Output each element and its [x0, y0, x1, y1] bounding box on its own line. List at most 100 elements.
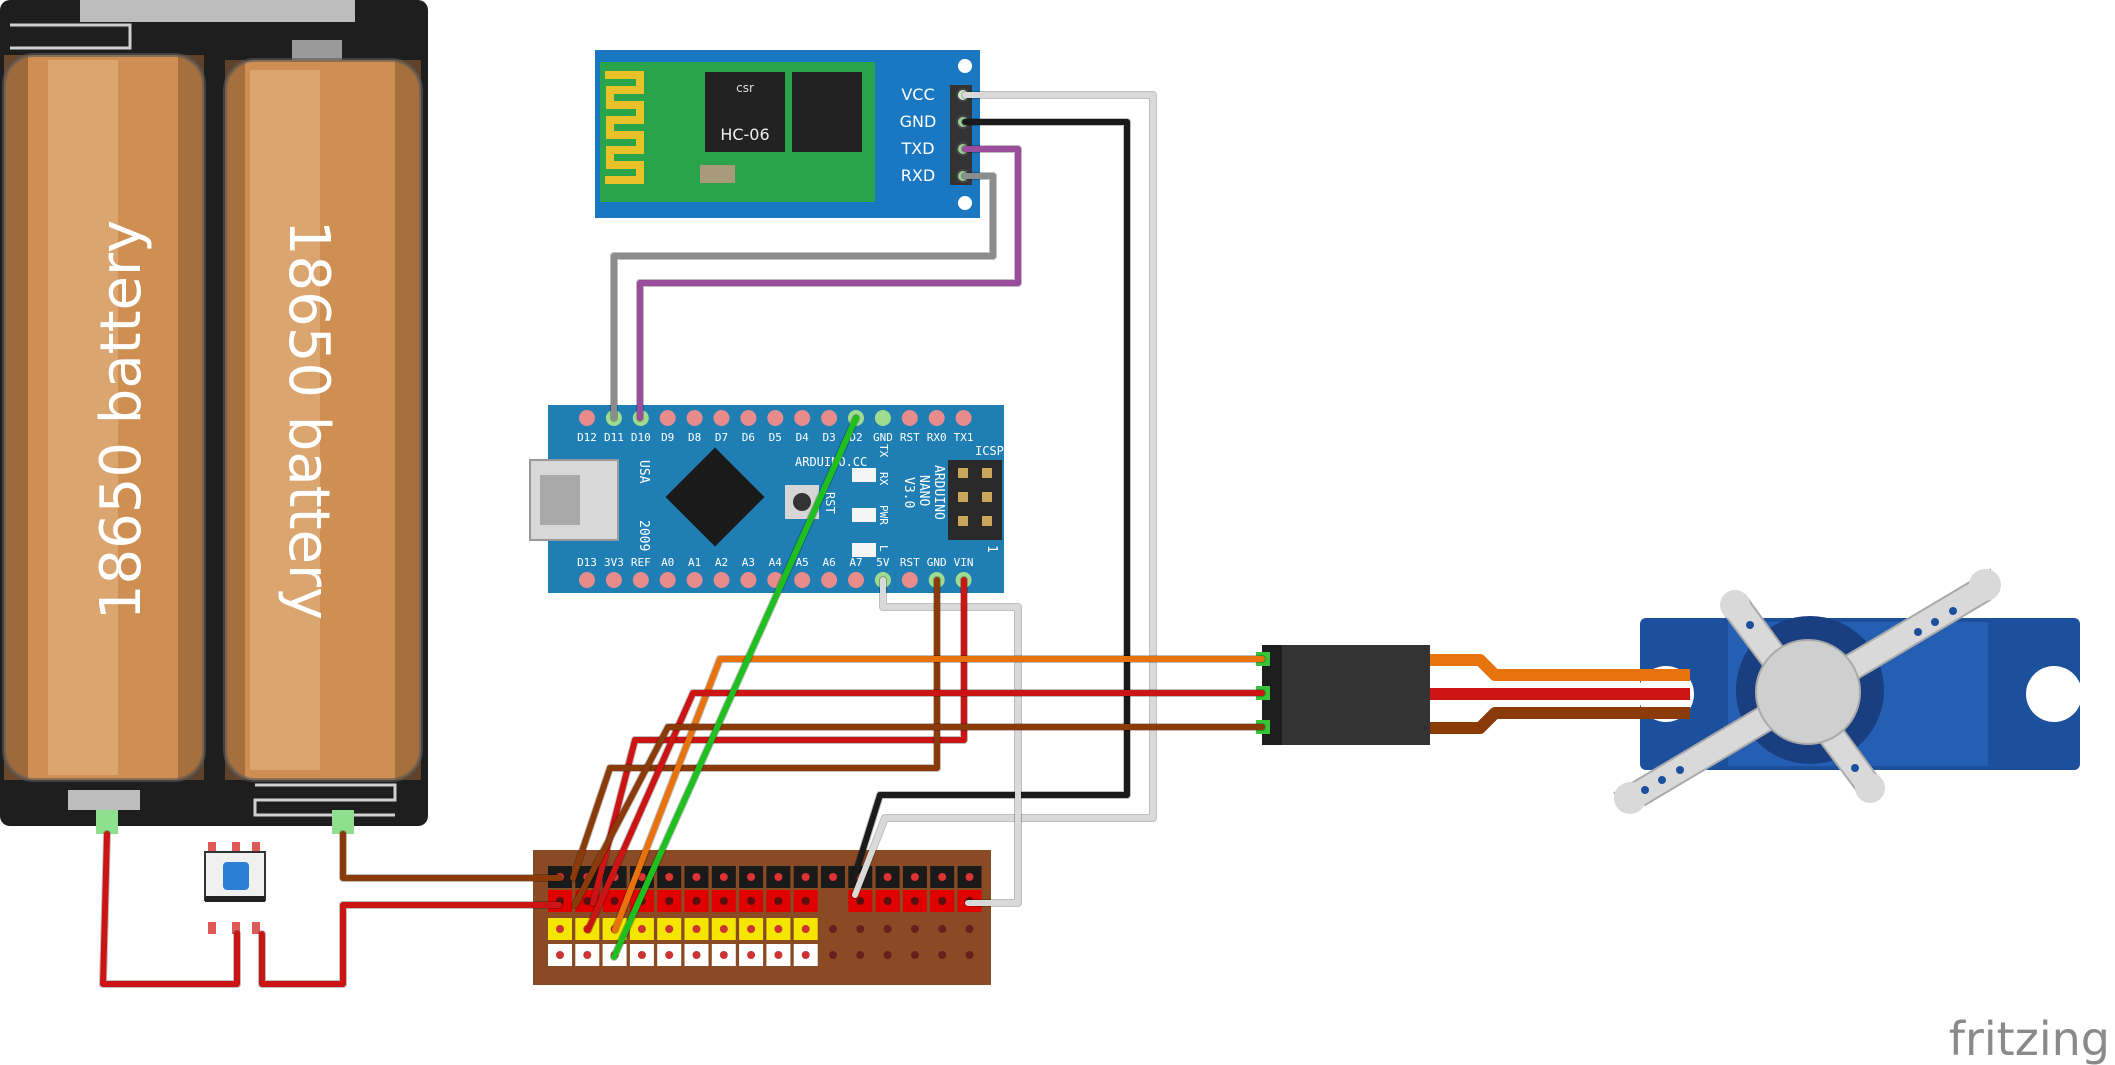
arduino-pin-gnd [874, 410, 891, 426]
arduino-pin-tx1 [955, 410, 972, 426]
arduino-pin-d8 [686, 410, 703, 426]
wire-d2-signal [611, 415, 859, 960]
bt-chip-brand: csr [736, 81, 754, 95]
arduino-pin-label: A0 [661, 556, 674, 569]
hc06-bluetooth-module: csr HC-06 VCC GND TXD RXD [595, 50, 980, 218]
arduino-pin-label: D8 [688, 431, 701, 444]
wire-bt-vcc [852, 92, 1156, 898]
terminal-hole [829, 925, 837, 933]
bt-pin-vcc: VCC [901, 85, 934, 104]
arduino-pin-d12 [579, 410, 595, 426]
arduino-pin-d7 [713, 410, 730, 426]
arduino-pin-a6 [821, 572, 838, 588]
battery-cell-2-label: 18650 battery [276, 220, 341, 620]
arduino-brand-label: ARDUINO.CC [795, 455, 867, 469]
arduino-icsp-pin1: 1 [984, 545, 999, 553]
wire-switch-out [259, 902, 562, 987]
terminal-hole [829, 951, 837, 959]
fritzing-logo: fritzing [1949, 1012, 2110, 1065]
arduino-pin-rst [901, 410, 918, 426]
servo-motor [1612, 568, 2082, 814]
arduino-pin-label: TX1 [954, 431, 974, 444]
arduino-pin-a3 [740, 572, 757, 588]
arduino-pin-label: REF [631, 556, 651, 569]
arduino-year-label: 2009 [636, 520, 651, 551]
bt-pin-rxd: RXD [901, 166, 935, 185]
arduino-led-rx: RX [877, 472, 890, 486]
arduino-pin-a1 [686, 572, 703, 588]
wire-bt-txd [637, 146, 1021, 421]
battery-cell-1: 18650 battery [2, 53, 206, 782]
battery-terminal-positive [332, 810, 354, 834]
arduino-name-line2: NANO [916, 475, 931, 506]
terminal-board-grid [548, 866, 982, 966]
battery-cell-2: 18650 battery [223, 58, 423, 782]
arduino-pin-rst [901, 572, 918, 588]
wire-gnd-nano [570, 577, 940, 881]
arduino-pin-rx0 [928, 410, 945, 426]
terminal-hole [938, 925, 947, 933]
arduino-pin-label: D10 [631, 431, 651, 444]
terminal-board [533, 850, 991, 985]
bt-pin-labels: VCC GND TXD RXD [900, 85, 937, 185]
arduino-pin-label: D9 [661, 431, 674, 444]
arduino-pin-label: A4 [769, 556, 783, 569]
terminal-hole [883, 925, 892, 933]
battery-holder: 18650 battery 18650 battery [0, 0, 428, 834]
arduino-pin-a7 [848, 572, 864, 588]
arduino-pin-label: RST [900, 556, 920, 569]
terminal-hole [965, 951, 974, 959]
arduino-pin-label: D6 [742, 431, 755, 444]
wires [99, 91, 1266, 988]
servo-connector [1256, 645, 1430, 745]
arduino-pin-label: D7 [715, 431, 728, 444]
terminal-hole [910, 925, 919, 933]
arduino-pin-label: D2 [849, 431, 862, 444]
arduino-pin-label: GND [927, 556, 947, 569]
arduino-pin-label: A3 [742, 556, 755, 569]
wire-5v [880, 577, 1021, 906]
terminal-hole [883, 951, 892, 959]
terminal-hole [938, 951, 947, 959]
wire-battery-neg [100, 831, 240, 987]
wire-bt-rxd [611, 173, 996, 421]
servo-horn [1612, 568, 2001, 814]
arduino-pin-label: D3 [822, 431, 835, 444]
arduino-pin-d13 [579, 572, 595, 588]
terminal-hole [965, 925, 974, 933]
arduino-pin-label: D11 [604, 431, 624, 444]
arduino-name-line1: ARDUINO [931, 465, 946, 520]
arduino-pin-label: D12 [577, 431, 597, 444]
arduino-led-tx: TX [877, 444, 890, 458]
wire-servo-power [585, 690, 1265, 933]
arduino-pin-a0 [659, 572, 676, 588]
arduino-led-l: L [877, 545, 890, 552]
wire-battery-pos [340, 831, 562, 881]
arduino-pin-label: D4 [796, 431, 810, 444]
arduino-rst-button-label: RST [823, 492, 837, 514]
terminal-hole [910, 951, 919, 959]
arduino-pin-d4 [794, 410, 811, 426]
arduino-pin-label: D13 [577, 556, 597, 569]
arduino-led-pwr: PWR [877, 505, 890, 525]
terminal-hole [856, 925, 865, 933]
arduino-pin-3v3 [605, 572, 622, 588]
wire-servo-signal [612, 656, 1265, 933]
arduino-pin-label: A7 [849, 556, 862, 569]
arduino-icsp-label: ICSP [975, 444, 1004, 458]
arduino-pin-label: RX0 [927, 431, 947, 444]
arduino-pin-label: A2 [715, 556, 728, 569]
slide-switch[interactable] [204, 842, 266, 934]
bt-pin-txd: TXD [900, 139, 934, 158]
arduino-pin-label: VIN [954, 556, 974, 569]
battery-cell-1-label: 18650 battery [89, 220, 154, 620]
bt-model-label: HC-06 [720, 125, 769, 144]
arduino-pin-d3 [821, 410, 838, 426]
arduino-leds: TX RX PWR L [852, 444, 890, 557]
arduino-pin-label: A5 [796, 556, 809, 569]
arduino-pin-a5 [794, 572, 811, 588]
wire-servo-ground [572, 724, 1265, 908]
